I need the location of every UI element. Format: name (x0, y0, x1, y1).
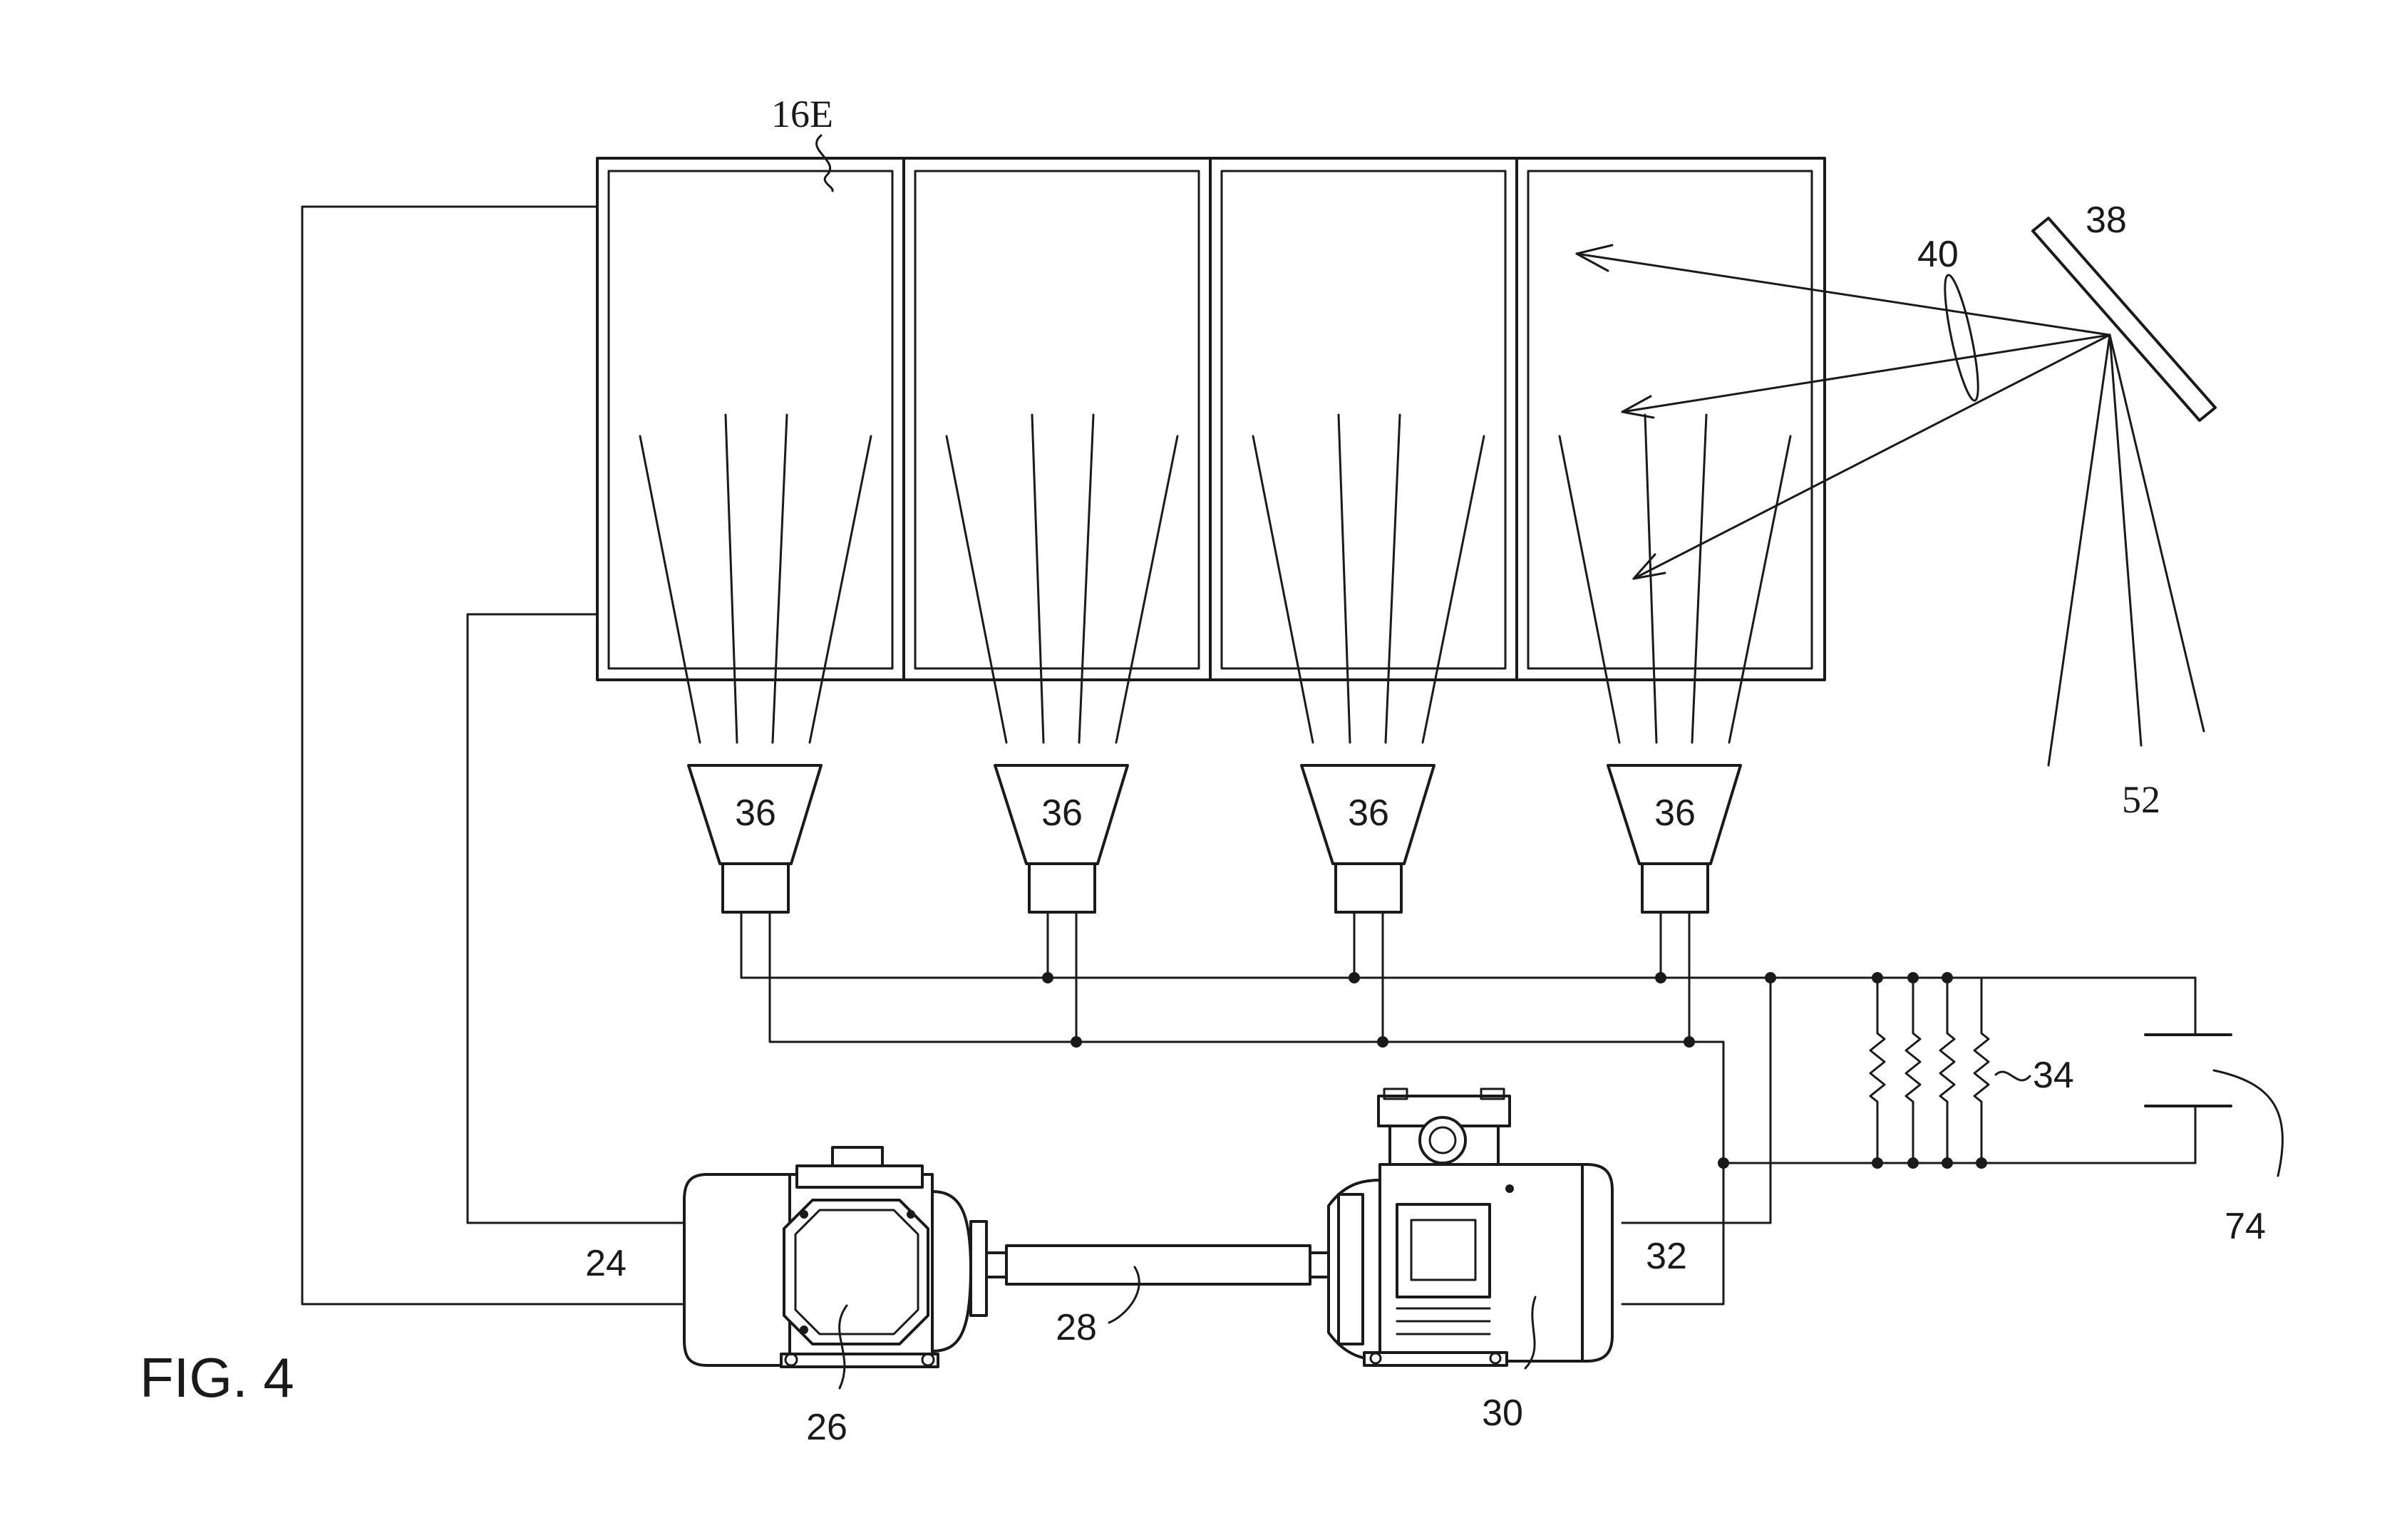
panel-1 (607, 170, 894, 670)
generator-right-label: 32 (1646, 1236, 1687, 1277)
lens (1944, 274, 1979, 402)
optics (1575, 217, 2217, 767)
panel-3 (1220, 170, 1507, 670)
resistor-bank-label: 34 (2033, 1055, 2074, 1096)
panel-array-leader (815, 134, 834, 192)
lens-label: 40 (1917, 234, 1959, 275)
receiver-1-label: 36 (735, 792, 776, 834)
shaft (985, 1244, 1330, 1286)
receiver-2: 36 (994, 764, 1129, 914)
motor-right-label: 30 (1482, 1392, 1523, 1434)
battery (1980, 976, 2232, 1164)
receiver-3-label: 36 (1348, 792, 1389, 834)
panel-array-label: 16E (771, 93, 833, 135)
shaft-label: 28 (1056, 1307, 1097, 1348)
motor-right (1327, 1087, 1614, 1367)
mirror (2031, 217, 2217, 422)
motor-left-leader (838, 1304, 848, 1390)
shaft-leader (1108, 1266, 1140, 1324)
motor-left (683, 1146, 988, 1368)
receiver-4: 36 (1607, 764, 1742, 914)
battery-label: 74 (2225, 1206, 2266, 1247)
motor-right-leader (1524, 1296, 1537, 1370)
generator-left-label: 24 (585, 1243, 627, 1284)
light-source-label: 52 (2122, 778, 2160, 821)
panel-array (596, 157, 1826, 681)
panel-2 (914, 170, 1200, 670)
light-cones (639, 413, 1792, 744)
receiver-1: 36 (687, 764, 823, 914)
mirror-label: 38 (2086, 200, 2127, 241)
figure-label: FIG. 4 (140, 1346, 294, 1409)
receiver-3: 36 (1300, 764, 1435, 914)
receiver-2-label: 36 (1041, 792, 1083, 834)
resistor-bank (1869, 972, 1990, 1169)
receiver-4-label: 36 (1654, 792, 1696, 834)
resistor-bank-leader (1994, 1070, 2031, 1082)
panel-4 (1527, 170, 1813, 670)
battery-leader (2212, 1069, 2284, 1177)
panel-to-generator-wiring (301, 205, 690, 1306)
motor-left-label: 26 (806, 1407, 847, 1448)
